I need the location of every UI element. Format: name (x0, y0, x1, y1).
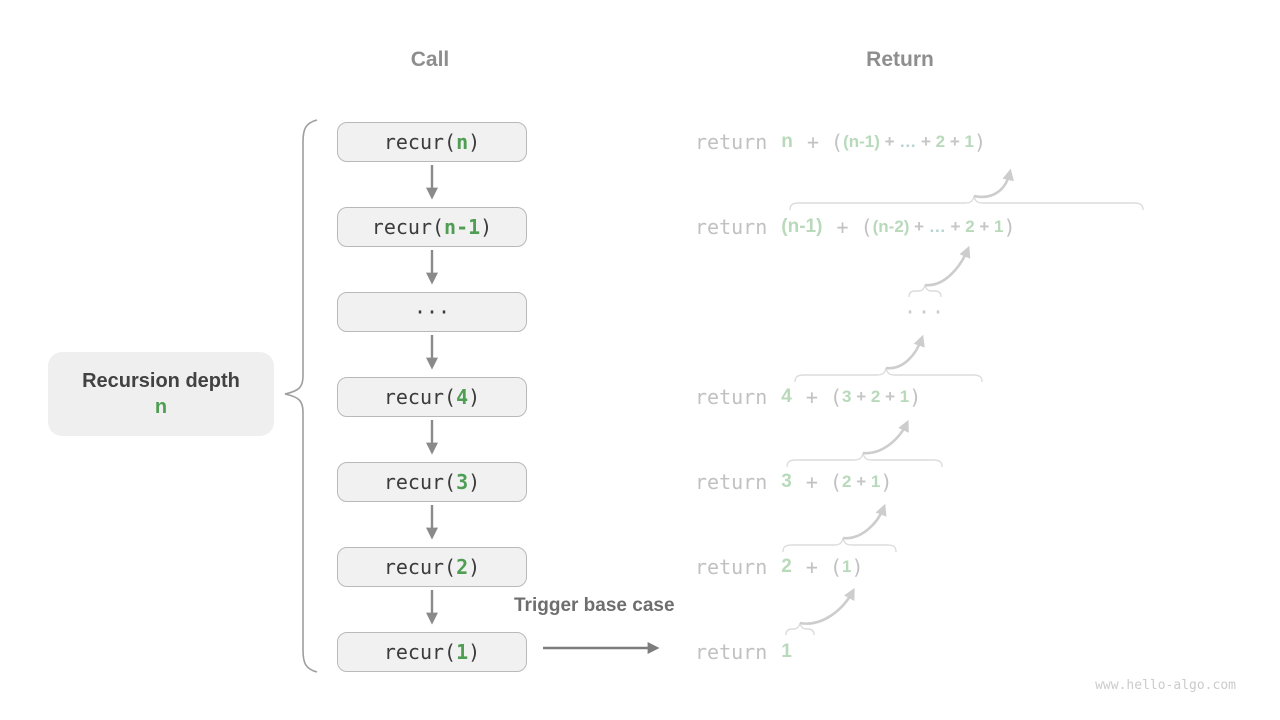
code-segment: recur( (383, 385, 457, 409)
code-segment: return (695, 470, 780, 494)
code-segment: n (781, 131, 793, 152)
code-segment: ) (468, 640, 481, 664)
recursion-depth-brace-icon (284, 119, 318, 673)
code-segment: + ( (793, 555, 843, 579)
code-segment: + (974, 217, 995, 236)
code-segment: return (695, 555, 780, 579)
code-segment: + ( (793, 385, 843, 409)
return-expr-row-3: return 4 + (3 + 2 + 1) (695, 377, 921, 417)
code-segment: recur( (383, 470, 457, 494)
code-segment: ) (468, 385, 481, 409)
recursion-depth-text: Recursion depth (82, 369, 240, 392)
code-segment: + ( (794, 130, 844, 154)
code-segment: ) (468, 555, 481, 579)
code-segment: recur( (383, 640, 457, 664)
return-expr-row-5: return 2 + (1) (695, 547, 864, 587)
watermark: www.hello-algo.com (1095, 678, 1236, 693)
code-segment: ··· (413, 300, 451, 324)
code-segment: + ( (793, 470, 843, 494)
code-segment: ) (880, 470, 893, 494)
code-segment: return (695, 640, 780, 664)
code-segment: n (456, 130, 469, 154)
return-arrow-icon (973, 168, 1014, 199)
code-segment: 4 (456, 385, 469, 409)
return-expr-row-2: ··· (904, 292, 946, 332)
code-segment: 1 (781, 641, 792, 662)
code-segment: + (879, 132, 900, 151)
code-segment: 2 (456, 555, 469, 579)
code-segment: recur( (383, 130, 457, 154)
call-stack-box-6: recur(1) (337, 632, 527, 672)
code-segment: + ( (824, 215, 873, 239)
code-segment: 1 (870, 472, 881, 491)
code-segment: 1 (994, 217, 1004, 236)
code-segment: ) (851, 555, 864, 579)
code-segment: 1 (456, 640, 469, 664)
call-stack-box-3: recur(4) (337, 377, 527, 417)
code-segment: + (909, 217, 929, 236)
code-segment: ) (973, 130, 987, 154)
code-segment: 1 (964, 132, 974, 151)
code-segment: ) (468, 130, 481, 154)
return-arrow-icon (842, 503, 887, 540)
return-expr-row-1: return (n-1) + ((n-2) + … + 2 + 1) (695, 207, 1016, 247)
call-column-header: Call (410, 48, 450, 71)
return-arrow-icon (924, 245, 971, 287)
code-segment: 1 (899, 387, 910, 406)
code-segment: n-1 (444, 215, 481, 239)
code-segment: return (695, 215, 780, 239)
code-segment: 2 (870, 387, 881, 406)
code-segment: ) (1003, 215, 1016, 239)
code-segment: 4 (781, 386, 792, 407)
call-stack-box-5: recur(2) (337, 547, 527, 587)
return-arrow-icon (862, 419, 909, 455)
trigger-base-case-label: Trigger base case (514, 595, 675, 616)
code-segment: + (880, 387, 900, 406)
code-segment: (n-2) (872, 217, 910, 236)
code-segment: 3 (456, 470, 469, 494)
code-segment: recur( (383, 555, 457, 579)
code-segment: 2 (781, 556, 792, 577)
code-segment: 2 (842, 472, 852, 491)
code-segment: 2 (935, 132, 946, 151)
code-segment: (n-1) (781, 216, 823, 237)
code-segment: … (928, 217, 946, 236)
code-segment: … (899, 132, 917, 151)
call-stack-box-1: recur(n-1) (337, 207, 527, 247)
code-segment: + (945, 217, 966, 236)
code-segment: + (851, 472, 871, 491)
code-segment: return (695, 130, 780, 154)
return-arrow-icon (799, 587, 855, 625)
recursion-depth-value: n (154, 395, 168, 418)
return-column-header: Return (866, 48, 934, 71)
code-segment: ) (480, 215, 493, 239)
code-segment: 3 (781, 471, 792, 492)
code-segment: return (695, 385, 780, 409)
call-stack-box-2: ··· (337, 292, 527, 332)
code-segment: recur( (371, 215, 445, 239)
return-expr-row-6: return 1 (695, 632, 794, 672)
code-segment: ) (909, 385, 922, 409)
code-segment: 1 (842, 557, 852, 576)
recursion-depth-label: Recursion depth n (48, 352, 274, 436)
code-segment: ··· (903, 300, 947, 324)
return-arrow-icon (885, 334, 925, 370)
return-expr-row-0: return n + ((n-1) + … + 2 + 1) (695, 122, 986, 162)
code-segment: + (916, 132, 936, 151)
code-segment: (n-1) (843, 132, 880, 151)
call-stack-box-0: recur(n) (337, 122, 527, 162)
code-segment: 3 (842, 387, 852, 406)
code-segment: 2 (965, 217, 975, 236)
code-segment: + (851, 387, 871, 406)
call-stack-box-4: recur(3) (337, 462, 527, 502)
code-segment: + (945, 132, 965, 151)
return-expr-row-4: return 3 + (2 + 1) (695, 462, 892, 502)
code-segment: ) (468, 470, 481, 494)
